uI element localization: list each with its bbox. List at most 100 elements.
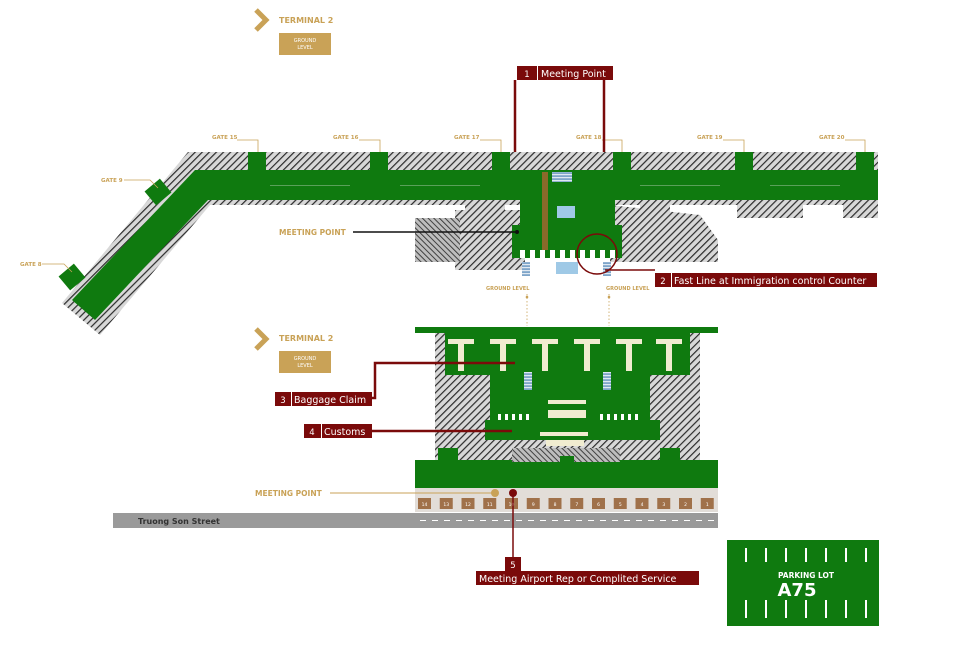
- curb-bay-number: 6: [597, 502, 600, 508]
- terminal-top-header: TERMINAL 2 GROUND LEVEL: [254, 8, 333, 55]
- sidewalk: [415, 488, 718, 512]
- curb-bay: [613, 498, 627, 509]
- curb-bay-number: 13: [443, 502, 449, 508]
- curb-bay: [700, 498, 714, 509]
- chevron-right-icon: [254, 8, 270, 32]
- gate-9-label: GATE 9: [101, 178, 123, 184]
- callout-text: Meeting Airport Rep or Complited Service: [479, 574, 677, 585]
- curb-bay: [483, 498, 497, 509]
- callout-number: 4: [309, 428, 314, 438]
- curb-bay-number: 2: [684, 502, 687, 508]
- gate-labels: GATE 15 GATE 16 GATE 17 GATE 18 GATE 19 …: [20, 135, 866, 273]
- callout-text: Meeting Point: [541, 69, 606, 80]
- curb-bay: [679, 498, 692, 509]
- chevron-right-icon: [254, 327, 270, 351]
- curb-bay-number: 11: [487, 502, 493, 508]
- level-badge-line1: GROUND: [294, 356, 317, 362]
- meeting-point-label: MEETING POINT: [279, 228, 347, 237]
- ground-level-right: GROUND LEVEL: [606, 286, 650, 292]
- parking-stall-line: [785, 548, 787, 562]
- parking-stall-line: [805, 548, 807, 562]
- callout-2: 2 Fast Line at Immigration control Count…: [605, 269, 877, 287]
- parking-code: A75: [778, 580, 817, 601]
- curb-bay: [526, 498, 540, 509]
- meeting-point-upper: MEETING POINT: [279, 228, 519, 237]
- level-badge-line2: LEVEL: [297, 363, 313, 369]
- curb-bay: [570, 498, 584, 509]
- meeting-point-lower: MEETING POINT: [255, 489, 499, 498]
- baggage-carousels: [448, 339, 682, 371]
- gate-18-label: GATE 18: [576, 135, 602, 141]
- curb-bay: [548, 498, 562, 509]
- curb-bay: [461, 498, 475, 509]
- terminal-bottom-header: TERMINAL 2 GROUND LEVEL: [254, 327, 333, 373]
- parking-title: PARKING LOT: [778, 571, 835, 580]
- parking-lot: PARKING LOT A75: [727, 540, 879, 626]
- parking-stall-line: [765, 548, 767, 562]
- callout-text: Fast Line at Immigration control Counter: [674, 276, 866, 287]
- immigration-hall: [512, 200, 622, 258]
- parking-stall-line: [765, 600, 767, 618]
- level-badge-line2: LEVEL: [297, 45, 313, 51]
- curb-bay-number: 12: [465, 502, 471, 508]
- callout-1: 1 Meeting Point: [513, 66, 613, 152]
- street-label: Truong Son Street: [138, 517, 220, 526]
- level-badge: [279, 33, 331, 55]
- terminal-title: TERMINAL 2: [279, 16, 333, 25]
- meeting-point-label: MEETING POINT: [255, 489, 323, 498]
- gate-15-label: GATE 15: [212, 135, 238, 141]
- callout-5: 5 Meeting Airport Rep or Complited Servi…: [476, 489, 699, 585]
- street: Truong Son Street: [113, 513, 718, 528]
- callout-3: 3 Baggage Claim: [275, 361, 515, 406]
- callout-number: 3: [280, 396, 285, 406]
- parking-stall-line: [865, 600, 867, 618]
- curb-bay: [505, 498, 518, 509]
- callout-number: 1: [524, 70, 529, 80]
- curb-bay-number: 10: [509, 502, 515, 508]
- parking-stall-line: [845, 548, 847, 562]
- parking-stall-line: [745, 600, 747, 618]
- rep-meeting-dot: [509, 489, 517, 497]
- curb-bay: [439, 498, 453, 509]
- curb-bay-number: 3: [662, 502, 665, 508]
- curb-bay-number: 4: [641, 502, 644, 508]
- callout-text: Baggage Claim: [294, 395, 366, 406]
- gate-8-label: GATE 8: [20, 262, 42, 268]
- curb-bay: [592, 498, 605, 509]
- parking-stall-line: [845, 600, 847, 618]
- callout-text: Customs: [324, 427, 365, 438]
- ground-level-left: GROUND LEVEL: [486, 286, 530, 292]
- gate-17-label: GATE 17: [454, 135, 480, 141]
- curb-bay: [418, 498, 431, 509]
- ground-level-connectors: GROUND LEVEL GROUND LEVEL: [486, 286, 650, 326]
- level-badge-line1: GROUND: [294, 38, 317, 44]
- meeting-point-dot: [491, 489, 499, 497]
- parking-stall-line: [785, 600, 787, 618]
- curb-bay-number: 14: [422, 502, 428, 508]
- parking-stall-line: [745, 548, 747, 562]
- upper-floor-plan: [58, 152, 878, 335]
- curb-bay: [635, 498, 649, 509]
- gate-20-label: GATE 20: [819, 135, 845, 141]
- level-badge: [279, 351, 331, 373]
- parking-stall-line: [825, 548, 827, 562]
- callout-number: 5: [510, 561, 515, 571]
- gate-16-label: GATE 16: [333, 135, 359, 141]
- curb-bay: [657, 498, 671, 509]
- meeting-point-dot: [515, 230, 519, 234]
- truong-son-street: [113, 513, 718, 528]
- gate-19-label: GATE 19: [697, 135, 723, 141]
- fast-line-marker: [576, 233, 618, 275]
- curb-bay-number: 9: [532, 502, 535, 508]
- curb-bay-number: 5: [619, 502, 622, 508]
- parking-stall-line: [865, 548, 867, 562]
- parking-stall-line: [805, 600, 807, 618]
- curb-bay-number: 8: [554, 502, 557, 508]
- parking-stall-line: [825, 600, 827, 618]
- callout-4: 4 Customs: [304, 424, 512, 438]
- callout-number: 2: [660, 277, 665, 287]
- terminal-title: TERMINAL 2: [279, 334, 333, 343]
